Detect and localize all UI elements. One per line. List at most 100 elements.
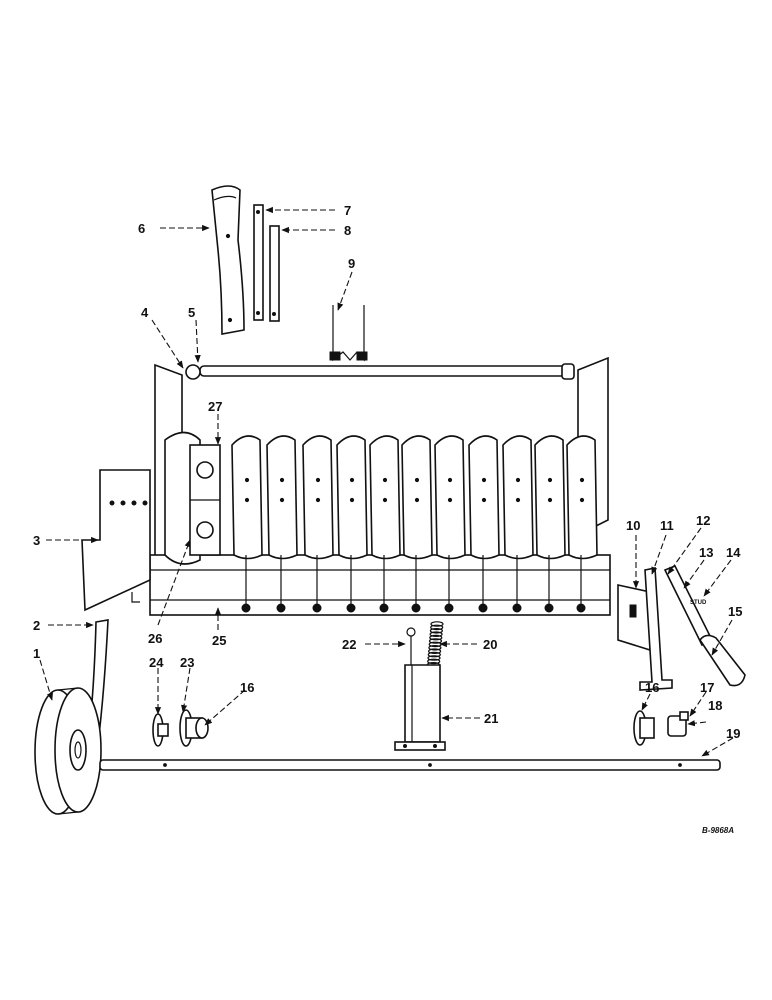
callout-23: 23: [180, 655, 194, 670]
finger-bolt: [241, 603, 251, 613]
finger-hole: [349, 477, 355, 483]
part-23-bearing: [179, 709, 209, 747]
callout-6: 6: [138, 221, 145, 236]
finger-bolt: [444, 603, 454, 613]
spring-coil: [429, 634, 443, 641]
callout-15: 15: [728, 604, 742, 619]
part-26-drive-assembly: [164, 431, 221, 565]
part-3-shield: [81, 469, 151, 612]
finger-hole: [481, 477, 487, 483]
reel-fingers: [231, 435, 598, 613]
spring-coil: [427, 658, 441, 665]
finger-hole: [315, 477, 321, 483]
finger-hole: [414, 477, 420, 483]
finger-hole: [244, 477, 250, 483]
callout-10: 10: [626, 518, 640, 533]
part-24-flange: [152, 713, 169, 747]
reel-finger: [369, 435, 401, 560]
part-8-bar: [269, 225, 280, 322]
callout-22: 22: [342, 637, 356, 652]
spring-coil: [427, 655, 441, 661]
spring-coil: [430, 624, 444, 631]
part-25-frame: [149, 554, 611, 616]
part-21-bracket: [394, 664, 446, 751]
callout-16-right: 16: [645, 680, 659, 695]
part-17-collar: [667, 715, 687, 737]
finger-hole: [579, 497, 585, 503]
callout-7: 7: [344, 203, 351, 218]
callout-4: 4: [141, 305, 149, 320]
finger-bolt: [478, 603, 488, 613]
spring-coil: [429, 627, 443, 634]
finger-bolt: [576, 603, 586, 613]
callout-3: 3: [33, 533, 40, 548]
callout-27: 27: [208, 399, 222, 414]
callout-labels: 1 2 3 4 5 6 7 8 9 10 11 12 13 14 15 16 1…: [33, 203, 742, 741]
part-14-stud-stamp: STUD: [690, 600, 707, 606]
callout-8: 8: [344, 223, 351, 238]
reel-finger: [434, 435, 466, 560]
callout-12: 12: [696, 513, 710, 528]
callout-1: 1: [33, 646, 40, 661]
finger-hole: [244, 497, 250, 503]
reel-finger: [266, 435, 298, 560]
reel-finger: [302, 435, 334, 560]
reel-finger: [401, 435, 433, 560]
callout-20: 20: [483, 637, 497, 652]
svg-text:STUD: STUD: [690, 600, 707, 606]
callout-21: 21: [484, 711, 498, 726]
finger-bolt: [276, 603, 286, 613]
callout-26: 26: [148, 631, 162, 646]
part-19-lower-shaft: [99, 759, 721, 771]
finger-bolt: [312, 603, 322, 613]
reel-finger: [502, 435, 534, 560]
part-9-spring-clip: [329, 305, 368, 362]
callout-9: 9: [348, 256, 355, 271]
finger-bolt: [512, 603, 522, 613]
finger-hole: [515, 497, 521, 503]
spring-coil: [430, 621, 444, 627]
part-11-arm: [639, 567, 673, 691]
callout-13: 13: [699, 545, 713, 560]
part-1-wheel: [34, 687, 102, 815]
part-16-flange-right: [633, 710, 655, 746]
part-10-plate: [617, 584, 651, 652]
part-22-hook-bolt: [406, 627, 416, 665]
callout-16-left: 16: [240, 680, 254, 695]
part-15-handle: [699, 634, 746, 687]
spring-coil: [427, 651, 441, 658]
finger-bolt: [411, 603, 421, 613]
spring-coil: [428, 648, 442, 655]
reel-finger: [468, 435, 500, 560]
finger-hole: [382, 497, 388, 503]
spring-coil: [428, 644, 442, 651]
part-18-setscrew: [679, 711, 689, 721]
callout-18: 18: [708, 698, 722, 713]
finger-bolt: [379, 603, 389, 613]
finger-hole: [547, 497, 553, 503]
finger-hole: [349, 497, 355, 503]
finger-hole: [279, 477, 285, 483]
finger-hole: [481, 497, 487, 503]
reel-finger: [566, 435, 598, 560]
drawing-reference: B-9868A: [702, 826, 734, 835]
callout-17: 17: [700, 680, 714, 695]
finger-hole: [447, 497, 453, 503]
finger-hole: [279, 497, 285, 503]
reel-finger: [336, 435, 368, 560]
callout-5: 5: [188, 305, 195, 320]
finger-hole: [414, 497, 420, 503]
reel-finger: [231, 435, 263, 560]
callout-19: 19: [726, 726, 740, 741]
callout-24: 24: [149, 655, 164, 670]
part-7-bar: [253, 204, 264, 321]
finger-bolt: [346, 603, 356, 613]
callout-25: 25: [212, 633, 226, 648]
finger-hole: [315, 497, 321, 503]
leader-lines: [39, 206, 734, 757]
finger-hole: [547, 477, 553, 483]
callout-2: 2: [33, 618, 40, 633]
finger-bolt: [544, 603, 554, 613]
spring-coil: [429, 631, 443, 638]
